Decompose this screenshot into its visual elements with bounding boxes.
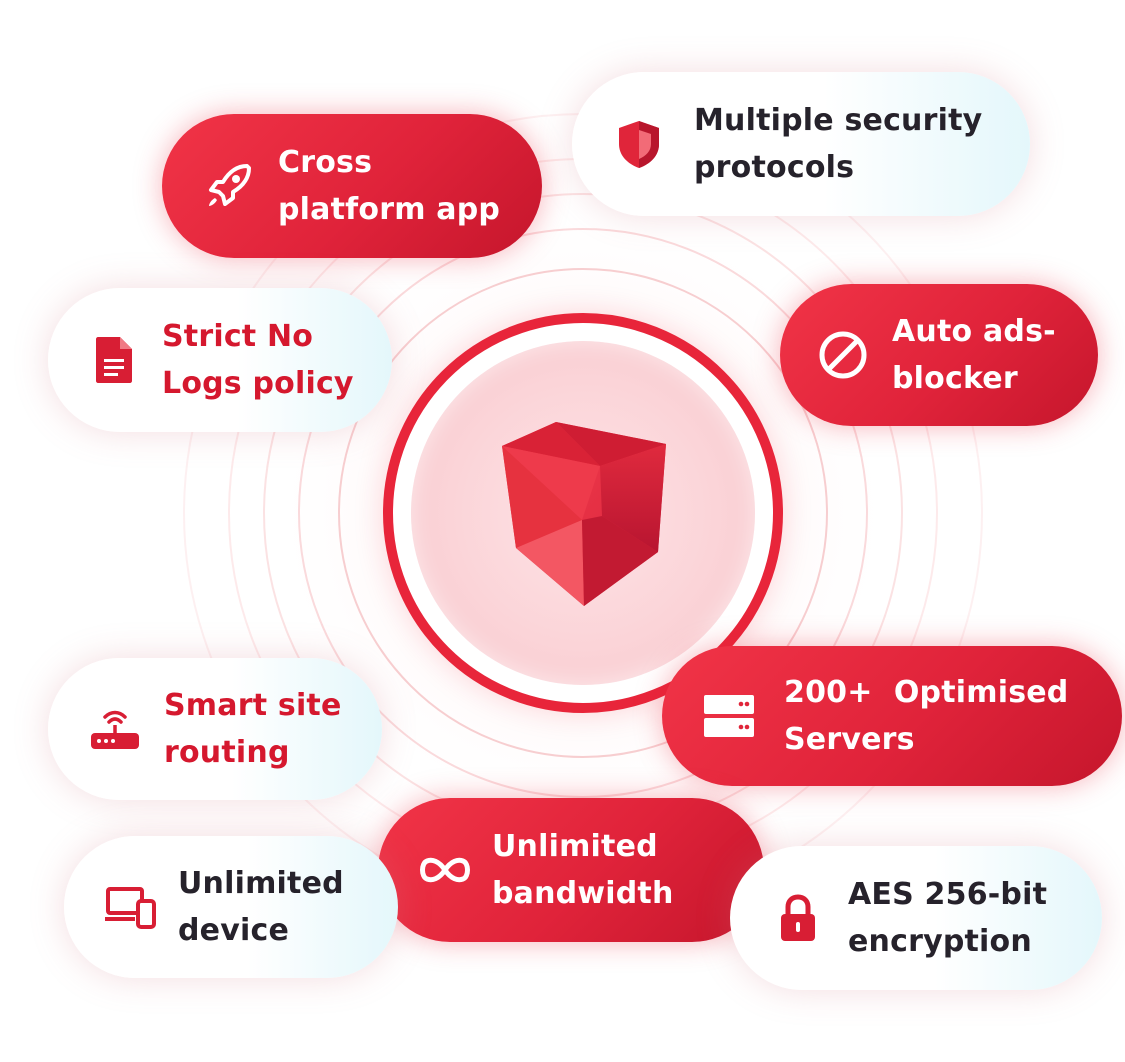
shield-icon [612, 117, 666, 171]
outer-ring-5 [338, 268, 828, 758]
block-icon [816, 328, 870, 382]
lock-icon [776, 891, 820, 945]
router-icon [88, 702, 142, 756]
outer-ring-4 [298, 228, 868, 798]
document-icon [92, 333, 136, 387]
infinity-icon [418, 843, 472, 897]
server-icon [702, 689, 756, 743]
feature-label: Auto ads-blocker [892, 314, 1056, 396]
shield-cube-logo [502, 422, 666, 606]
feature-ads-blocker: Auto ads-blocker [780, 284, 1098, 426]
devices-icon [104, 880, 158, 934]
rocket-icon [202, 159, 256, 213]
